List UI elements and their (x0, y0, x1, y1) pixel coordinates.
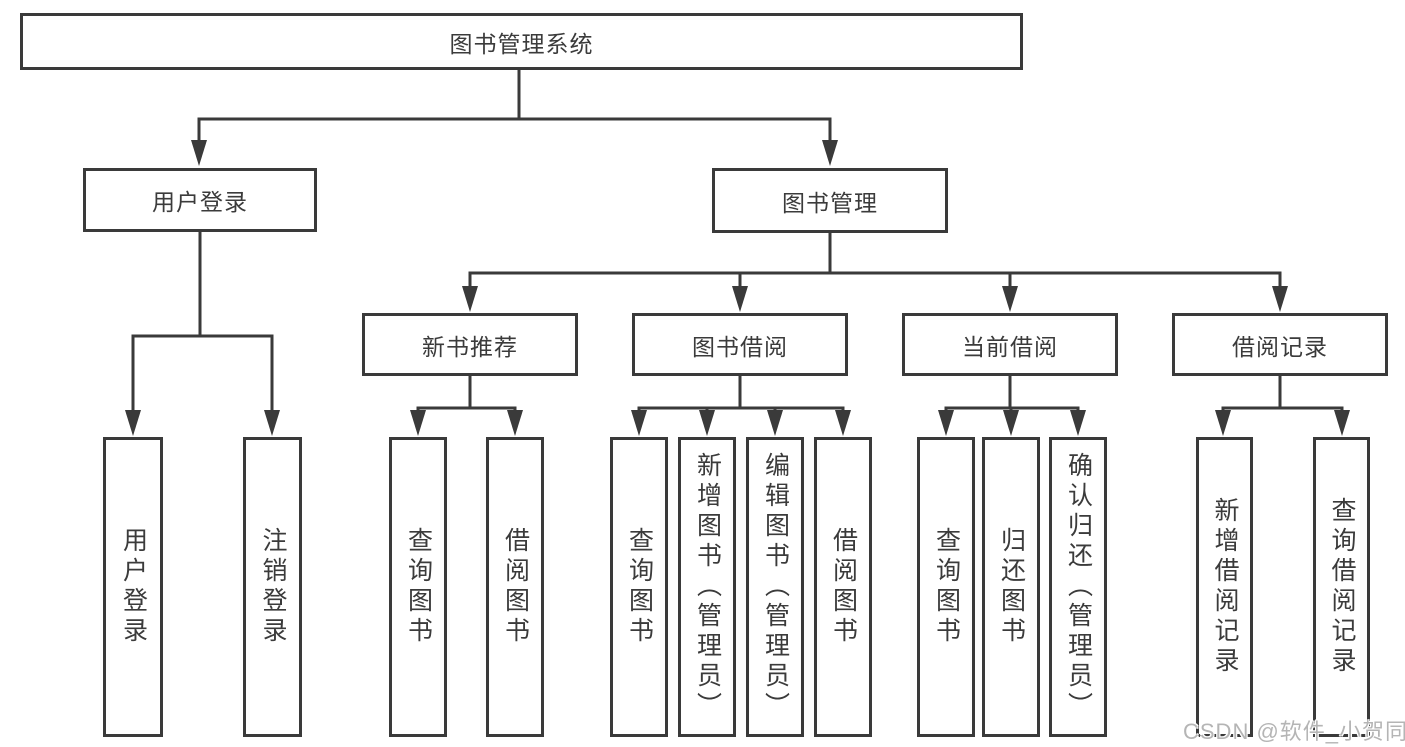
branch-user-login (125, 230, 280, 436)
node-label: 新增图书（管理员） (693, 452, 722, 722)
node-label: 用户登录 (152, 189, 248, 215)
branch-book-borrow (631, 374, 851, 436)
node-label: 借阅图书 (829, 527, 858, 647)
node-book-management: 图书管理 (712, 168, 948, 233)
branch-current-borrow (938, 374, 1086, 436)
leaf-user-login: 用户登录 (103, 437, 163, 737)
branch-book-management (462, 231, 1288, 312)
leaf-query-books-2: 查询图书 (610, 437, 668, 737)
node-label: 查询图书 (404, 527, 433, 647)
leaf-query-books-1: 查询图书 (389, 437, 447, 737)
node-label: 借阅图书 (501, 527, 530, 647)
node-label: 查询图书 (932, 527, 961, 647)
leaf-add-books-admin: 新增图书（管理员） (678, 437, 736, 737)
node-library-management-system: 图书管理系统 (20, 13, 1023, 70)
node-label: 编辑图书（管理员） (761, 452, 790, 722)
node-user-login: 用户登录 (83, 168, 317, 232)
node-label: 当前借阅 (962, 333, 1058, 360)
node-label: 图书管理 (782, 189, 878, 216)
branch-borrow-records (1215, 374, 1350, 436)
node-current-borrow: 当前借阅 (902, 313, 1118, 376)
node-label: 查询借阅记录 (1328, 497, 1356, 677)
leaf-confirm-return-admin: 确认归还（管理员） (1049, 437, 1107, 737)
node-label: 图书管理系统 (449, 30, 594, 57)
node-new-book-recommend: 新书推荐 (362, 313, 578, 376)
leaf-add-borrow-record: 新增借阅记录 (1196, 437, 1253, 737)
node-book-borrow: 图书借阅 (632, 313, 848, 376)
node-borrow-records: 借阅记录 (1172, 313, 1388, 376)
leaf-edit-books-admin: 编辑图书（管理员） (746, 437, 804, 737)
leaf-query-books-3: 查询图书 (917, 437, 975, 737)
node-label: 注销登录 (259, 527, 287, 647)
node-label: 确认归还（管理员） (1064, 452, 1093, 722)
leaf-borrow-books-1: 借阅图书 (486, 437, 544, 737)
node-label: 用户登录 (119, 527, 148, 647)
node-label: 新增借阅记录 (1211, 497, 1239, 677)
node-label: 新书推荐 (422, 333, 518, 360)
branch-root (191, 66, 838, 166)
leaf-query-borrow-record: 查询借阅记录 (1313, 437, 1370, 737)
csdn-watermark: CSDN @软件_小贺同学 (1183, 719, 1405, 744)
node-label: 图书借阅 (692, 333, 788, 360)
leaf-logout: 注销登录 (243, 437, 302, 737)
branch-new-book-recommend (410, 374, 523, 436)
leaf-return-books: 归还图书 (982, 437, 1040, 737)
node-label: 查询图书 (625, 527, 654, 647)
leaf-borrow-books-2: 借阅图书 (814, 437, 872, 737)
node-label: 归还图书 (997, 527, 1026, 647)
node-label: 借阅记录 (1232, 333, 1328, 360)
